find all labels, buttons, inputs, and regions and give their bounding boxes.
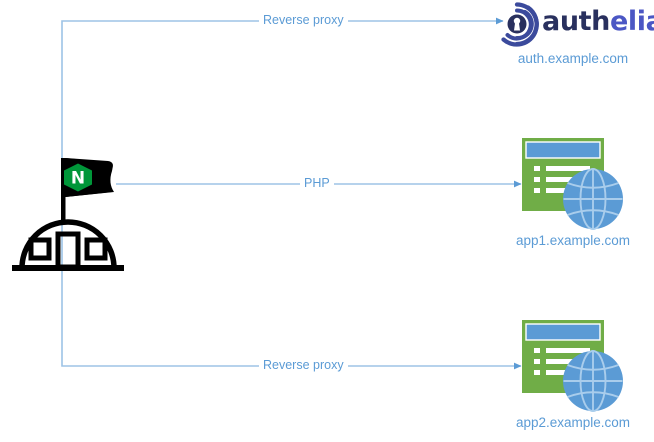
authelia-wordmark-part1: auth	[542, 6, 610, 37]
nginx-flag-letter: N	[71, 169, 85, 189]
edge-label-php: PHP	[300, 176, 334, 191]
edge-line-proxy-app2	[61, 184, 522, 370]
edge-label-reverse-proxy-top: Reverse proxy	[259, 13, 348, 28]
app2-node[interactable]	[522, 320, 625, 412]
authelia-node-label: auth.example.com	[517, 51, 629, 66]
app1-node[interactable]	[522, 138, 625, 230]
app2-node-label: app2.example.com	[515, 415, 631, 430]
app1-node-label: app1.example.com	[515, 233, 631, 248]
web-app-globe-icon	[522, 138, 623, 230]
nginx-logo-icon: N	[12, 158, 124, 271]
edge-line-proxy-authelia	[61, 17, 504, 184]
edge-label-reverse-proxy-bottom: Reverse proxy	[259, 358, 348, 373]
nginx-proxy-node[interactable]: N	[8, 150, 128, 275]
web-app-globe-icon	[522, 320, 623, 412]
authelia-logo-icon	[501, 2, 539, 47]
